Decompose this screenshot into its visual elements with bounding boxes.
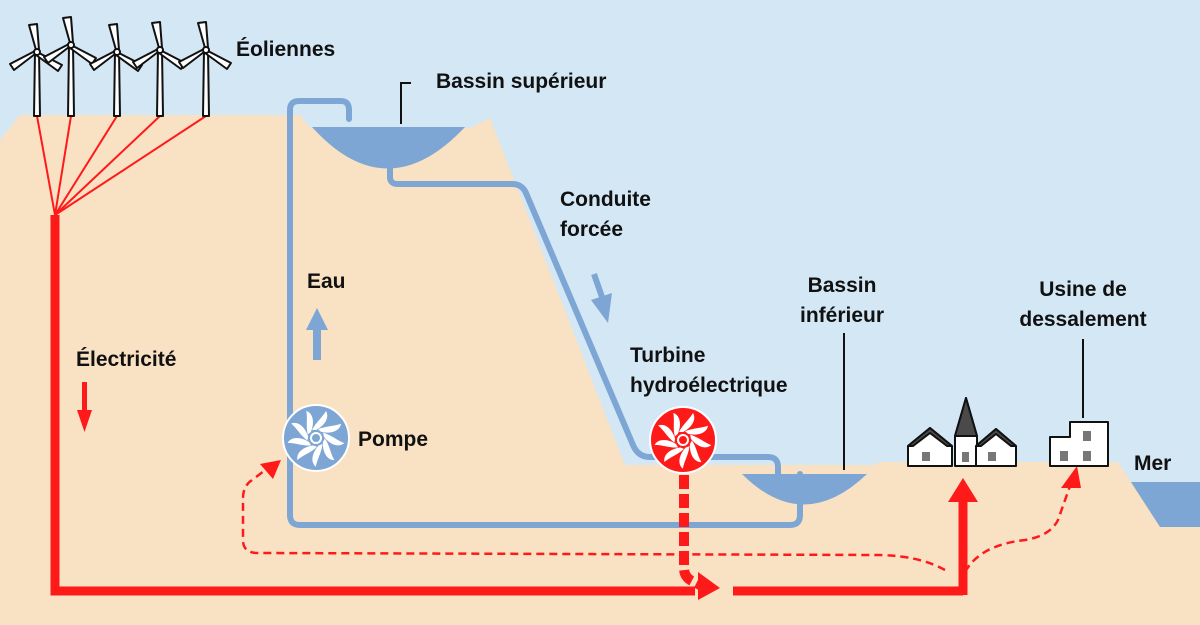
wind-turbine-icon (9, 23, 63, 117)
upper-basin (312, 127, 465, 169)
desalination-plant-icon (1049, 421, 1109, 467)
label-usine-line2: dessalement (1019, 308, 1146, 331)
water-down-arrow (591, 273, 612, 323)
lower-basin (742, 474, 867, 505)
electricity-to-pump-line (241, 467, 946, 572)
label-conduite-forcee-line1: Conduite (560, 188, 651, 211)
pump-pipe (287, 98, 803, 528)
water-up-arrow (306, 308, 328, 360)
label-eau: Eau (307, 270, 346, 293)
label-bassin-inferieur-line1: Bassin (808, 274, 877, 297)
electricity-down-arrow (77, 382, 92, 432)
hydro-output-line (679, 475, 705, 591)
label-bassin-inferieur-line2: inférieur (800, 304, 884, 327)
hydro-turbine-wheel-icon (649, 406, 717, 474)
upper-basin-leader (400, 82, 411, 124)
wind-turbine-icon (178, 21, 232, 117)
label-turbine-line2: hydroélectrique (630, 374, 788, 397)
pump-wheel-icon (282, 404, 350, 472)
label-electricite: Électricité (76, 348, 176, 371)
wind-turbines (9, 16, 232, 117)
label-eoliennes: Éoliennes (236, 38, 335, 61)
penstock-pipe (387, 157, 781, 479)
plant-arrowhead (1061, 466, 1081, 488)
turbine-power-lines (36, 115, 207, 216)
pump-arrowhead (260, 460, 281, 479)
ground (0, 115, 1200, 625)
electricity-town-arrowhead (948, 478, 978, 502)
label-bassin-superieur: Bassin supérieur (436, 70, 606, 93)
label-usine-line1: Usine de (1039, 278, 1127, 301)
label-conduite-forcee-line2: forcée (560, 218, 623, 241)
town (907, 397, 1017, 467)
wind-turbine-icon (132, 21, 186, 117)
house-icon (907, 427, 953, 467)
label-pompe: Pompe (358, 428, 428, 451)
electricity-main-line (50, 215, 695, 596)
electricity-to-plant-line (963, 485, 1072, 573)
house-icon (975, 428, 1017, 467)
hydro-output-arrowhead (698, 572, 720, 600)
church-icon (954, 397, 978, 467)
wind-turbine-icon (43, 16, 97, 117)
label-turbine-line1: Turbine (630, 344, 705, 367)
label-mer: Mer (1134, 452, 1171, 475)
